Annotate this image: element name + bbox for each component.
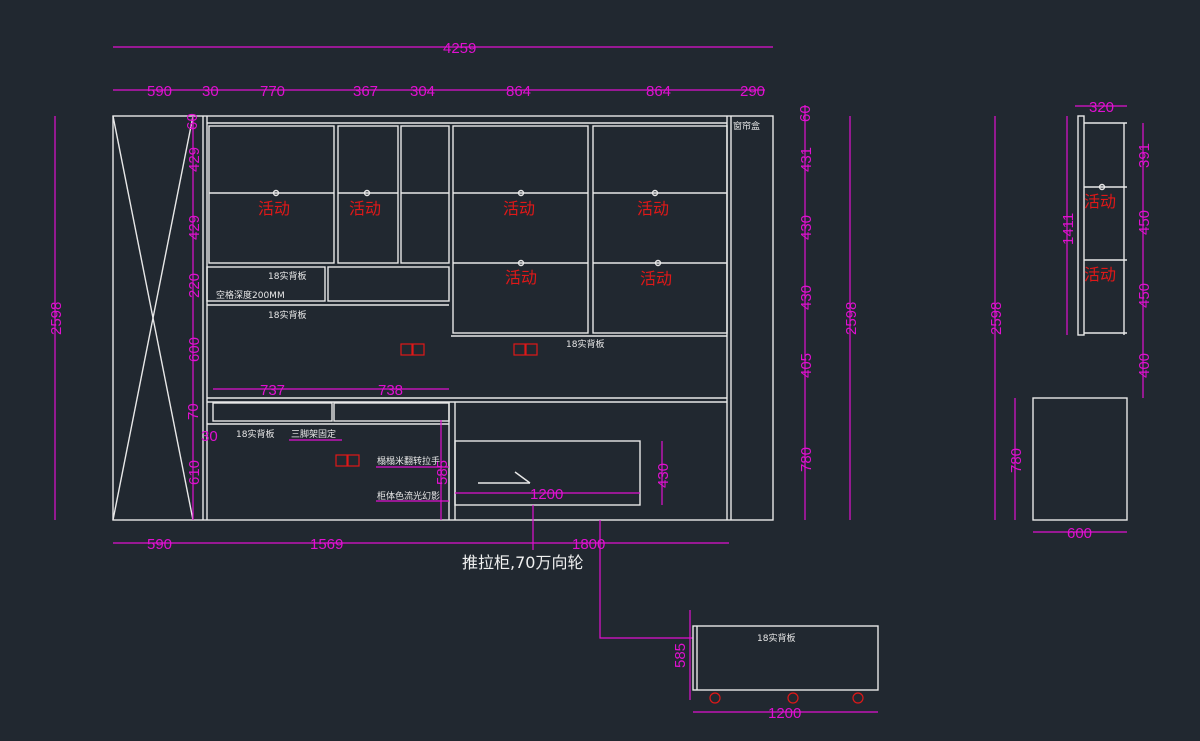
top-dim: 864 (506, 83, 531, 100)
side-width-dim: 320 (1089, 99, 1114, 116)
side-elevation (994, 105, 1144, 533)
side-base-height-dim: 780 (1008, 448, 1025, 473)
back-panel-note: 18实背板 (566, 338, 604, 350)
side-chain-dim: 400 (1136, 353, 1153, 378)
cabinet-color-note: 柜体色流光幻影 (377, 490, 440, 502)
door-label: 活动 (503, 199, 535, 218)
top-dim: 30 (202, 83, 219, 100)
curtain-box-note: 窗帘盒 (733, 120, 760, 132)
side-shelf-height-dim: 1411 (1060, 213, 1077, 245)
right-chain-dim: 430 (798, 215, 815, 240)
door-label: 活动 (349, 199, 381, 218)
width-738-dim: 738 (378, 382, 403, 399)
side-base-width-dim: 600 (1067, 525, 1092, 542)
top-dim: 590 (147, 83, 172, 100)
bottom-dim: 1569 (310, 536, 343, 553)
height-585-dim: 585 (434, 460, 451, 485)
side-chain-dim: 450 (1136, 210, 1153, 235)
top-dim: 367 (353, 83, 378, 100)
left-chain-dim: 70 (185, 403, 202, 420)
socket-icon (400, 343, 425, 356)
bottom-dim: 590 (147, 536, 172, 553)
right-chain-dim: 60 (797, 105, 814, 122)
top-dim: 290 (740, 83, 765, 100)
left-chain-dim: 429 (186, 215, 203, 240)
flip-handle-note: 榻榻米翻转拉手 (377, 455, 440, 467)
right-height-dim: 2598 (843, 302, 860, 335)
cart-plan (689, 610, 879, 713)
top-dim: 304 (410, 83, 435, 100)
left-chain-dim: 600 (186, 337, 203, 362)
left-chain-dim: 429 (186, 147, 203, 172)
tripod-note: 三脚架固定 (291, 428, 336, 440)
side-height-dim: 2598 (988, 302, 1005, 335)
door-label: 活动 (637, 199, 669, 218)
bottom-dim: 1800 (572, 536, 605, 553)
right-chain-dim: 405 (798, 353, 815, 378)
left-height-dim: 2598 (48, 302, 65, 335)
left-chain-dim: 60 (184, 113, 201, 130)
door-label: 活动 (640, 269, 672, 288)
door-label: 活动 (505, 268, 537, 287)
right-chain-dim: 780 (798, 447, 815, 472)
width-1200-dim: 1200 (530, 486, 563, 503)
socket-icon (335, 454, 360, 467)
side-chain-dim: 391 (1136, 143, 1153, 168)
door-label: 活动 (258, 199, 290, 218)
left-chain-dim: 220 (186, 273, 203, 298)
back-panel-note: 18实背板 (236, 428, 274, 440)
right-chain-dim: 431 (798, 147, 815, 172)
side-label: 活动 (1084, 265, 1116, 284)
top-dim: 770 (260, 83, 285, 100)
cart-back-panel-note: 18实背板 (757, 632, 795, 644)
shelf-depth-note: 空格深度200MM (216, 289, 285, 301)
height-430-dim: 430 (655, 463, 672, 488)
back-panel-note: 18实背板 (268, 270, 306, 282)
side-label: 活动 (1084, 192, 1116, 211)
sliding-cabinet-note: 推拉柜,70万向轮 (462, 553, 583, 572)
left-chain-dim: 30 (201, 428, 218, 445)
overall-width-dim: 4259 (443, 40, 476, 57)
cart-height-dim: 585 (672, 643, 689, 668)
dimension-lines (54, 46, 851, 639)
socket-icon (513, 343, 538, 356)
width-737-dim: 737 (260, 382, 285, 399)
side-chain-dim: 450 (1136, 283, 1153, 308)
right-chain-dim: 430 (798, 285, 815, 310)
cart-width-dim: 1200 (768, 705, 801, 722)
back-panel-note: 18实背板 (268, 309, 306, 321)
top-dim: 864 (646, 83, 671, 100)
front-elevation (112, 115, 774, 521)
left-chain-dim: 610 (186, 460, 203, 485)
